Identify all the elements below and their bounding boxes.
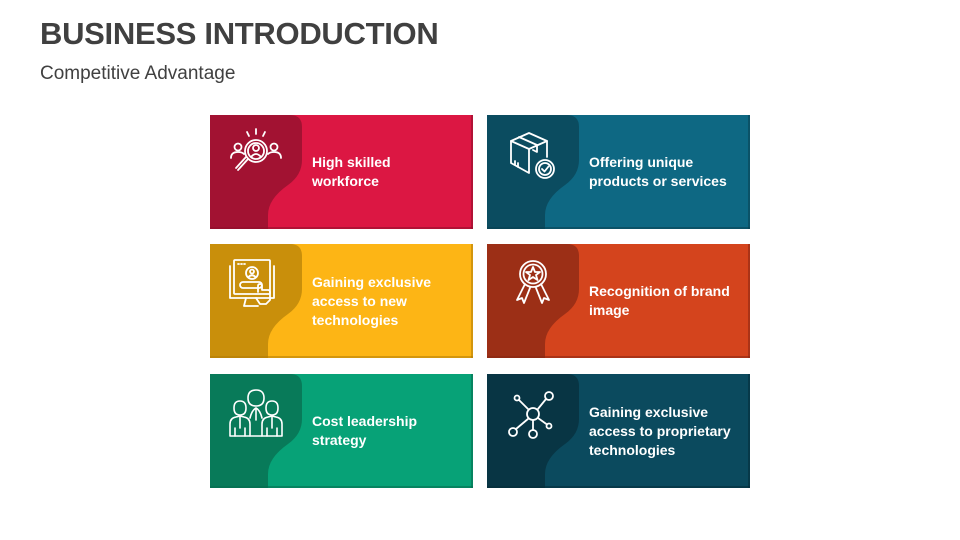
card-label: Gaining exclusive access to proprietary … <box>589 403 731 458</box>
card-new-technologies: Gaining exclusive access to new technolo… <box>210 244 473 358</box>
card-edge <box>210 486 473 488</box>
slide-title: BUSINESS INTRODUCTION <box>40 16 439 51</box>
card-high-skilled-workforce: High skilled workforce <box>210 115 473 229</box>
card-edge <box>210 356 473 358</box>
card-cost-leadership: Cost leadership strategy <box>210 374 473 488</box>
card-panel <box>210 374 302 488</box>
network-nodes-icon <box>508 391 554 439</box>
card-edge <box>487 486 750 488</box>
card-edge <box>210 227 473 229</box>
award-ribbon-icon <box>516 260 550 304</box>
card-label: Recognition of brand image <box>589 283 730 318</box>
team-group-icon <box>229 389 283 437</box>
card-edge <box>748 115 750 229</box>
card-brand-recognition: Recognition of brand image <box>487 244 750 358</box>
card-proprietary-technologies: Gaining exclusive access to proprietary … <box>487 374 750 488</box>
card-panel <box>210 115 302 229</box>
card-panel <box>487 374 579 488</box>
card-edge <box>487 356 750 358</box>
card-panel <box>487 115 579 229</box>
card-edge <box>471 115 473 229</box>
card-label: High skilled workforce <box>312 154 391 189</box>
card-panel <box>487 244 579 358</box>
card-edge <box>748 244 750 358</box>
card-edge <box>748 374 750 488</box>
card-panel <box>210 244 302 358</box>
package-check-icon <box>510 132 555 179</box>
card-edge <box>487 227 750 229</box>
computer-login-icon <box>229 259 275 307</box>
card-label: Cost leadership strategy <box>312 413 418 448</box>
talent-search-icon <box>230 128 282 171</box>
card-edge <box>471 374 473 488</box>
card-label: Gaining exclusive access to new technolo… <box>312 273 432 328</box>
card-unique-products: Offering unique products or services <box>487 115 750 229</box>
slide-subtitle: Competitive Advantage <box>40 63 236 84</box>
card-edge <box>471 244 473 358</box>
card-label: Offering unique products or services <box>589 154 727 189</box>
